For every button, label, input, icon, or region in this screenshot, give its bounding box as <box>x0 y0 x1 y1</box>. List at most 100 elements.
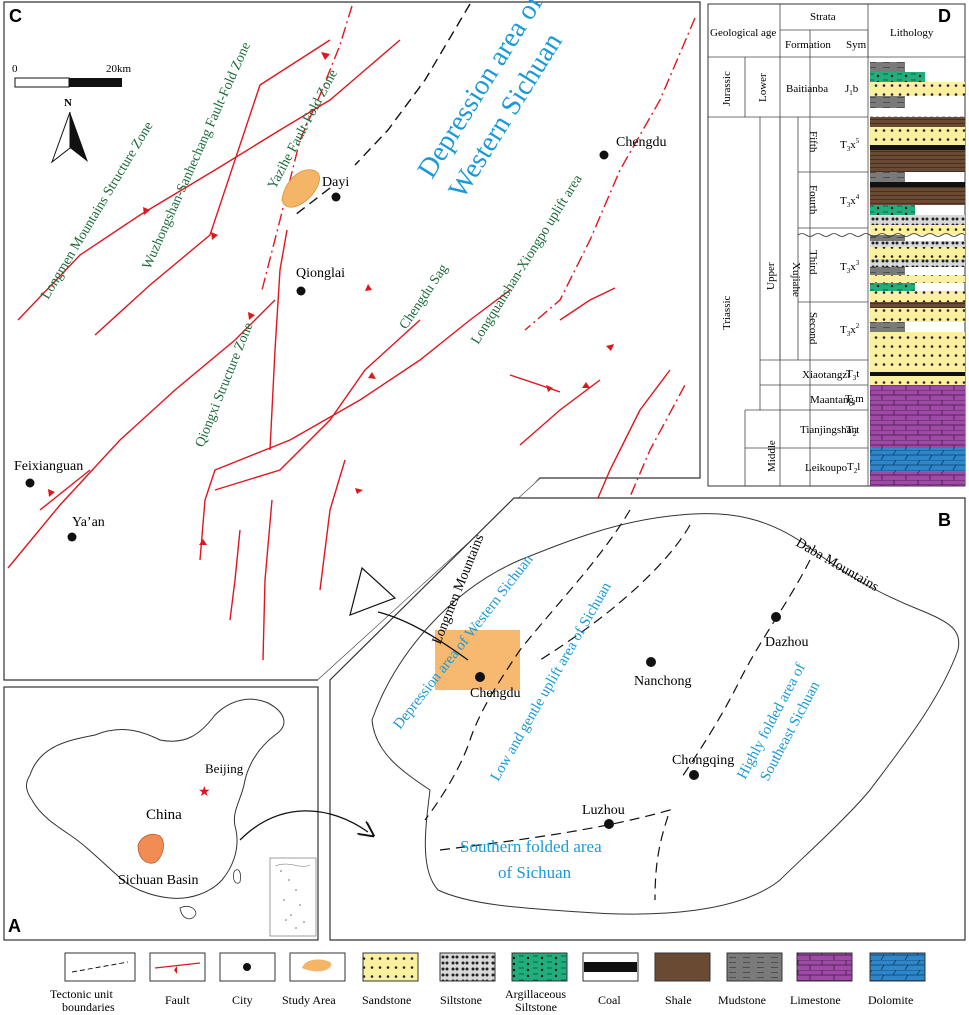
legend-item-mudstone: Mudstone <box>718 952 783 1007</box>
member-third: Third <box>807 250 819 275</box>
svg-text:T3m: T3m <box>845 393 864 407</box>
panel-c: C 0 20km N <box>3 0 701 681</box>
legend-label-tectonic-2: boundaries <box>62 1000 115 1014</box>
formation-leikoupo: Leikoupo <box>805 462 848 474</box>
header-geological-age: Geological age <box>710 27 776 39</box>
beijing-star-icon: ★ <box>198 785 211 800</box>
north-label: N <box>64 97 72 109</box>
legend-label-sandstone: Sandstone <box>362 993 411 1007</box>
panel-b-letter: B <box>938 510 951 530</box>
city-yaan-c <box>67 532 77 542</box>
city-feixianguan-c <box>25 478 35 488</box>
svg-text:J1b: J1b <box>845 83 859 97</box>
svg-text:T3x2: T3x2 <box>840 322 860 338</box>
city-label-feixianguan: Feixianguan <box>14 459 83 474</box>
sichuan-basin-outline <box>371 513 960 915</box>
label-beijing: Beijing <box>205 761 244 776</box>
panel-b: B Chengdu Nanchong Dazhou Chongqing <box>318 478 966 941</box>
legend-item-dolomite: Dolomite <box>868 952 926 1007</box>
header-lithology: Lithology <box>890 27 934 39</box>
city-label-dazhou: Dazhou <box>765 635 809 650</box>
city-dazhou-b <box>771 612 781 622</box>
area-southern-2: of Sichuan <box>498 863 572 882</box>
legend-label-city: City <box>232 993 253 1007</box>
system-triassic: Triassic <box>721 295 733 330</box>
formation-xiaotangzi: Xiaotangzi <box>802 369 850 381</box>
legend-item-study-area: Study Area <box>282 952 346 1007</box>
panel-a: A ★ Beijing China Sichuan Basin <box>3 686 368 941</box>
city-label-qionglai: Qionglai <box>296 266 345 281</box>
city-label-chongqing: Chongqing <box>672 753 734 768</box>
svg-text:T3x3: T3x3 <box>840 259 860 275</box>
legend-item-limestone: Limestone <box>790 952 853 1007</box>
series-middle: Middle <box>766 440 778 472</box>
legend-label-mudstone: Mudstone <box>718 993 766 1007</box>
china-outline <box>26 698 285 899</box>
formation-baitianba: Baitianba <box>786 83 828 95</box>
panel-c-concealed-faults <box>261 5 696 601</box>
legend-item-siltstone: Siltstone <box>439 952 496 1007</box>
panel-c-faults <box>7 39 671 661</box>
legend-item-argillaceous: Argillaceous Siltstone <box>505 952 568 1014</box>
svg-text:T2t: T2t <box>846 424 859 438</box>
series-upper: Upper <box>765 262 777 290</box>
panel-b-cities <box>475 612 781 829</box>
svg-text:T2l: T2l <box>847 461 860 475</box>
arrow-a-to-b <box>239 810 368 841</box>
area-southern-1: Southern folded area <box>460 837 602 856</box>
panel-c-fault-arrows <box>48 52 614 545</box>
north-arrow-icon: N <box>50 97 88 164</box>
city-label-chengdu-b: Chengdu <box>470 686 521 701</box>
series-lower: Lower <box>757 73 769 102</box>
legend-label-siltstone: Siltstone <box>440 993 482 1007</box>
member-second: Second <box>807 312 819 345</box>
header-formation: Formation <box>785 39 831 51</box>
panel-a-letter: A <box>8 916 21 936</box>
member-fourth: Fourth <box>807 185 819 215</box>
city-label-dayi: Dayi <box>322 175 349 190</box>
hainan-outline <box>179 906 197 920</box>
legend-item-shale: Shale <box>654 952 711 1007</box>
scale-bar: 0 20km <box>12 63 132 88</box>
panel-d: D Geological age Strata Formation Sym Li… <box>707 3 966 487</box>
scale-max: 20km <box>106 63 132 75</box>
header-sym: Sym <box>846 39 867 51</box>
svg-text:T3x5: T3x5 <box>840 137 860 153</box>
south-china-sea-inset <box>269 857 317 937</box>
legend-item-tectonic: Tectonic unit boundaries <box>50 952 136 1014</box>
legend-label-shale: Shale <box>665 993 692 1007</box>
city-luzhou-b <box>604 819 614 829</box>
formation-tianjingshan: Tianjingshan <box>800 424 858 436</box>
legend-label-limestone: Limestone <box>790 993 841 1007</box>
city-dayi-c <box>331 192 341 202</box>
label-sichuan-basin: Sichuan Basin <box>118 873 199 888</box>
city-label-luzhou: Luzhou <box>582 803 625 818</box>
city-chongqing-b <box>689 770 699 780</box>
city-chengdu-c <box>599 150 609 160</box>
sichuan-basin-highlight <box>137 833 164 864</box>
city-qionglai-c <box>296 286 306 296</box>
panel-d-letter: D <box>938 6 951 26</box>
panel-b-tectonic-boundaries <box>424 509 811 901</box>
panel-c-letter: C <box>9 6 22 26</box>
scale-zero: 0 <box>12 63 18 75</box>
label-china: China <box>146 807 182 823</box>
member-fifth: Fifth <box>807 131 819 153</box>
formation-xujiahe: Xujiahe <box>790 262 802 297</box>
legend-label-study-area: Study Area <box>282 993 336 1007</box>
legend-label-dolomite: Dolomite <box>868 993 913 1007</box>
legend-item-sandstone: Sandstone <box>362 952 419 1007</box>
legend-item-fault: Fault <box>149 952 206 1007</box>
legend-label-argillaceous-2: Siltstone <box>515 1000 557 1014</box>
city-chengdu-b <box>475 672 485 682</box>
formation-maantang: Maantang <box>810 394 854 406</box>
strata-symbols: J1b T3x5 T3x4 T3x3 T3x2 T3t T3m T2t T2l <box>840 83 864 475</box>
city-label-chengdu-c: Chengdu <box>616 135 667 150</box>
city-label-nanchong: Nanchong <box>634 674 692 689</box>
city-label-yaan: Ya’an <box>72 515 105 530</box>
lithology-column <box>797 62 966 486</box>
svg-text:T3t: T3t <box>846 368 859 382</box>
panel-c-tectonic-boundaries <box>294 3 471 216</box>
legend-label-tectonic-1: Tectonic unit <box>50 987 113 1001</box>
